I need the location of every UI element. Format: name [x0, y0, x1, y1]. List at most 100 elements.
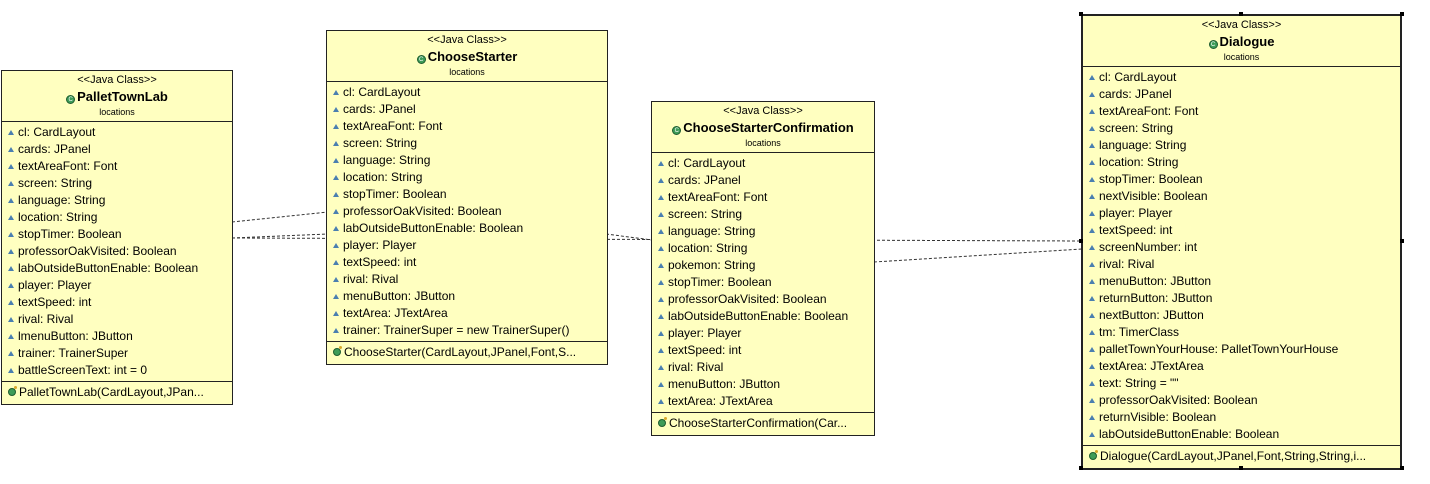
attribute-row[interactable]: textSpeed: int: [327, 254, 607, 271]
resize-handle-right[interactable]: [1400, 239, 1404, 243]
attribute-row[interactable]: player: Player: [1083, 205, 1400, 222]
attribute-row[interactable]: textSpeed: int: [1083, 222, 1400, 239]
class-icon: C: [1208, 40, 1218, 49]
attribute-row[interactable]: menuButton: JButton: [1083, 273, 1400, 290]
constructor-row[interactable]: PalletTownLab(CardLayout,JPan...: [2, 384, 232, 401]
attribute-row[interactable]: nextVisible: Boolean: [1083, 188, 1400, 205]
attribute-row[interactable]: nextButton: JButton: [1083, 307, 1400, 324]
attribute-row[interactable]: textAreaFont: Font: [2, 158, 232, 175]
attribute-row[interactable]: stopTimer: Boolean: [327, 186, 607, 203]
attribute-row[interactable]: professorOakVisited: Boolean: [652, 291, 874, 308]
package-visibility-icon: [658, 331, 664, 336]
attribute-row[interactable]: cl: CardLayout: [2, 124, 232, 141]
attribute-row[interactable]: cl: CardLayout: [327, 84, 607, 101]
attribute-row[interactable]: menuButton: JButton: [652, 376, 874, 393]
attribute-label: menuButton: JButton: [343, 289, 456, 303]
package-label: locations: [99, 107, 135, 117]
attribute-row[interactable]: trainer: TrainerSuper = new TrainerSuper…: [327, 322, 607, 339]
attribute-row[interactable]: screenNumber: int: [1083, 239, 1400, 256]
attribute-row[interactable]: language: String: [652, 223, 874, 240]
attribute-row[interactable]: location: String: [652, 240, 874, 257]
attribute-row[interactable]: language: String: [1083, 137, 1400, 154]
attribute-row[interactable]: lmenuButton: JButton: [2, 328, 232, 345]
resize-handle-top[interactable]: [1239, 12, 1243, 16]
attribute-row[interactable]: cards: JPanel: [652, 172, 874, 189]
attribute-row[interactable]: tm: TimerClass: [1083, 324, 1400, 341]
attribute-label: professorOakVisited: Boolean: [18, 244, 177, 258]
attribute-row[interactable]: stopTimer: Boolean: [652, 274, 874, 291]
attribute-label: textAreaFont: Font: [343, 119, 443, 133]
operation-label: PalletTownLab(CardLayout,JPan...: [19, 385, 204, 399]
attribute-label: battleScreenText: int = 0: [18, 363, 148, 377]
resize-handle-top-left[interactable]: [1079, 12, 1083, 16]
attribute-row[interactable]: textAreaFont: Font: [1083, 103, 1400, 120]
attribute-row[interactable]: screen: String: [652, 206, 874, 223]
package-visibility-icon: [8, 249, 14, 254]
resize-handle-top-right[interactable]: [1400, 12, 1404, 16]
attribute-row[interactable]: stopTimer: Boolean: [1083, 171, 1400, 188]
attribute-row[interactable]: player: Player: [652, 325, 874, 342]
attribute-row[interactable]: textAreaFont: Font: [327, 118, 607, 135]
attribute-row[interactable]: location: String: [2, 209, 232, 226]
attribute-row[interactable]: textArea: JTextArea: [327, 305, 607, 322]
attribute-row[interactable]: screen: String: [2, 175, 232, 192]
attribute-row[interactable]: labOutsideButtonEnable: Boolean: [652, 308, 874, 325]
attribute-row[interactable]: returnButton: JButton: [1083, 290, 1400, 307]
package-visibility-icon: [658, 195, 664, 200]
attribute-row[interactable]: stopTimer: Boolean: [2, 226, 232, 243]
attribute-row[interactable]: location: String: [327, 169, 607, 186]
operation-list: PalletTownLab(CardLayout,JPan...: [2, 382, 232, 404]
package-visibility-icon: [8, 198, 14, 203]
attribute-row[interactable]: language: String: [2, 192, 232, 209]
attribute-label: textArea: JTextArea: [668, 394, 773, 408]
attribute-row[interactable]: textArea: JTextArea: [1083, 358, 1400, 375]
attribute-row[interactable]: cards: JPanel: [327, 101, 607, 118]
attribute-row[interactable]: rival: Rival: [1083, 256, 1400, 273]
attribute-row[interactable]: screen: String: [1083, 120, 1400, 137]
attribute-row[interactable]: textArea: JTextArea: [652, 393, 874, 410]
attribute-row[interactable]: screen: String: [327, 135, 607, 152]
attribute-row[interactable]: professorOakVisited: Boolean: [327, 203, 607, 220]
resize-handle-bottom-right[interactable]: [1400, 466, 1404, 470]
attribute-row[interactable]: rival: Rival: [652, 359, 874, 376]
attribute-row[interactable]: player: Player: [2, 277, 232, 294]
attribute-row[interactable]: player: Player: [327, 237, 607, 254]
attribute-row[interactable]: professorOakVisited: Boolean: [1083, 392, 1400, 409]
resize-handle-bottom-left[interactable]: [1079, 466, 1083, 470]
attribute-row[interactable]: palletTownYourHouse: PalletTownYourHouse: [1083, 341, 1400, 358]
operation-label: ChooseStarterConfirmation(Car...: [669, 416, 848, 430]
resize-handle-left[interactable]: [1079, 239, 1083, 243]
resize-handle-bottom[interactable]: [1239, 466, 1243, 470]
attribute-row[interactable]: menuButton: JButton: [327, 288, 607, 305]
constructor-row[interactable]: ChooseStarterConfirmation(Car...: [652, 415, 874, 432]
constructor-row[interactable]: ChooseStarter(CardLayout,JPanel,Font,S..…: [327, 344, 607, 361]
attribute-row[interactable]: professorOakVisited: Boolean: [2, 243, 232, 260]
attribute-row[interactable]: battleScreenText: int = 0: [2, 362, 232, 379]
attribute-row[interactable]: cl: CardLayout: [1083, 69, 1400, 86]
attribute-row[interactable]: pokemon: String: [652, 257, 874, 274]
attribute-row[interactable]: textSpeed: int: [2, 294, 232, 311]
attribute-row[interactable]: textSpeed: int: [652, 342, 874, 359]
attribute-row[interactable]: rival: Rival: [2, 311, 232, 328]
attribute-row[interactable]: labOutsideButtonEnable: Boolean: [2, 260, 232, 277]
attribute-row[interactable]: labOutsideButtonEnable: Boolean: [327, 220, 607, 237]
attribute-row[interactable]: labOutsideButtonEnable: Boolean: [1083, 426, 1400, 443]
attribute-row[interactable]: returnVisible: Boolean: [1083, 409, 1400, 426]
attribute-row[interactable]: language: String: [327, 152, 607, 169]
attribute-row[interactable]: rival: Rival: [327, 271, 607, 288]
attribute-row[interactable]: text: String = "": [1083, 375, 1400, 392]
attribute-row[interactable]: trainer: TrainerSuper: [2, 345, 232, 362]
attribute-row[interactable]: textAreaFont: Font: [652, 189, 874, 206]
constructor-row[interactable]: Dialogue(CardLayout,JPanel,Font,String,S…: [1083, 448, 1400, 465]
attribute-row[interactable]: cards: JPanel: [2, 141, 232, 158]
attribute-row[interactable]: cards: JPanel: [1083, 86, 1400, 103]
attribute-row[interactable]: location: String: [1083, 154, 1400, 171]
package-label: locations: [449, 67, 485, 77]
attribute-row[interactable]: cl: CardLayout: [652, 155, 874, 172]
